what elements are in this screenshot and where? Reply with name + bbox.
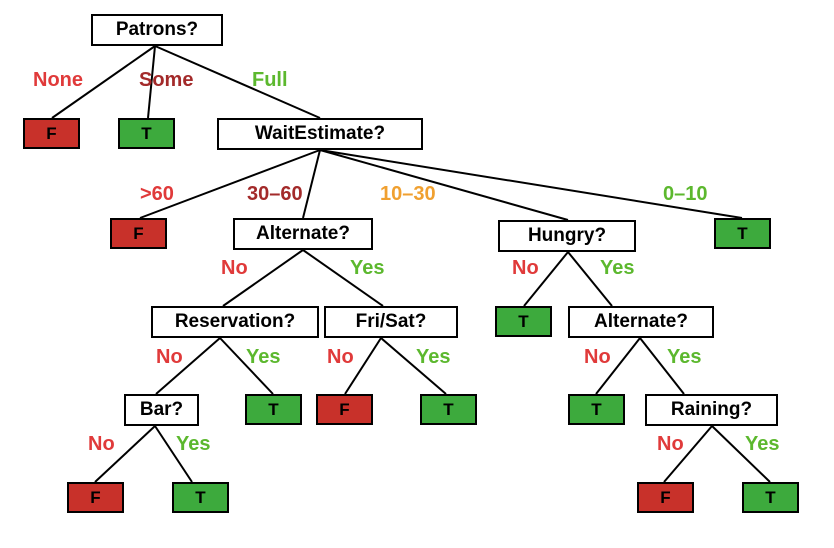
edge-fri-yes: [380, 337, 447, 395]
leaf-true: T: [118, 118, 175, 149]
node-fri-sat: Fri/Sat?: [324, 306, 458, 338]
leaf-true: T: [714, 218, 771, 249]
edge-label-rain-no: No: [657, 433, 684, 455]
edge-res-no: [155, 337, 221, 395]
edge-label-hungry-yes: Yes: [600, 257, 635, 279]
leaf-true: T: [742, 482, 799, 513]
node-reservation: Reservation?: [151, 306, 319, 338]
edge-label-bar-yes: Yes: [176, 433, 211, 455]
edge-wait-30-60: [302, 149, 321, 219]
node-raining: Raining?: [645, 394, 778, 426]
edge-label-bar-no: No: [88, 433, 115, 455]
edge-bar-yes: [154, 425, 193, 483]
edge-res-yes: [219, 337, 274, 395]
leaf-false: F: [23, 118, 80, 149]
node-bar: Bar?: [124, 394, 199, 426]
edge-label-0-10: 0–10: [663, 183, 708, 205]
edge-wait-0-10: [319, 149, 743, 219]
leaf-true: T: [172, 482, 229, 513]
leaf-false: F: [67, 482, 124, 513]
edge-label-full: Full: [252, 69, 288, 91]
edge-rain-no: [663, 425, 713, 483]
edge-label-rain-yes: Yes: [745, 433, 780, 455]
edge-label-gt60: >60: [140, 183, 174, 205]
leaf-false: F: [316, 394, 373, 425]
edge-alt1-no: [222, 249, 304, 307]
edge-wait-gt60: [139, 149, 321, 219]
edge-wait-10-30: [319, 149, 569, 221]
edge-bar-no: [94, 425, 156, 483]
node-patrons: Patrons?: [91, 14, 223, 46]
edge-patrons-none: [51, 45, 156, 119]
edge-label-10-30: 10–30: [380, 183, 436, 205]
node-alternate-2: Alternate?: [568, 306, 714, 338]
edge-label-none: None: [33, 69, 83, 91]
edge-label-alt2-yes: Yes: [667, 346, 702, 368]
edge-label-hungry-no: No: [512, 257, 539, 279]
leaf-true: T: [568, 394, 625, 425]
node-alternate-1: Alternate?: [233, 218, 373, 250]
node-wait-estimate: WaitEstimate?: [217, 118, 423, 150]
edge-label-res-yes: Yes: [246, 346, 281, 368]
edge-patrons-full: [154, 45, 321, 119]
leaf-true: T: [495, 306, 552, 337]
edge-label-alt1-yes: Yes: [350, 257, 385, 279]
edge-hungry-no: [523, 251, 569, 307]
edge-label-fri-no: No: [327, 346, 354, 368]
edge-label-alt2-no: No: [584, 346, 611, 368]
edge-label-some: Some: [139, 69, 194, 91]
edge-alt1-yes: [302, 249, 384, 307]
leaf-false: F: [637, 482, 694, 513]
edge-label-fri-yes: Yes: [416, 346, 451, 368]
leaf-false: F: [110, 218, 167, 249]
leaf-true: T: [420, 394, 477, 425]
edge-alt2-no: [595, 337, 641, 395]
edge-label-30-60: 30–60: [247, 183, 303, 205]
edge-patrons-some: [147, 45, 156, 119]
edge-alt2-yes: [639, 337, 685, 395]
leaf-true: T: [245, 394, 302, 425]
edge-hungry-yes: [567, 251, 613, 307]
edge-label-res-no: No: [156, 346, 183, 368]
edge-rain-yes: [711, 425, 771, 483]
edge-label-alt1-no: No: [221, 257, 248, 279]
node-hungry: Hungry?: [498, 220, 636, 252]
edge-fri-no: [344, 337, 382, 395]
